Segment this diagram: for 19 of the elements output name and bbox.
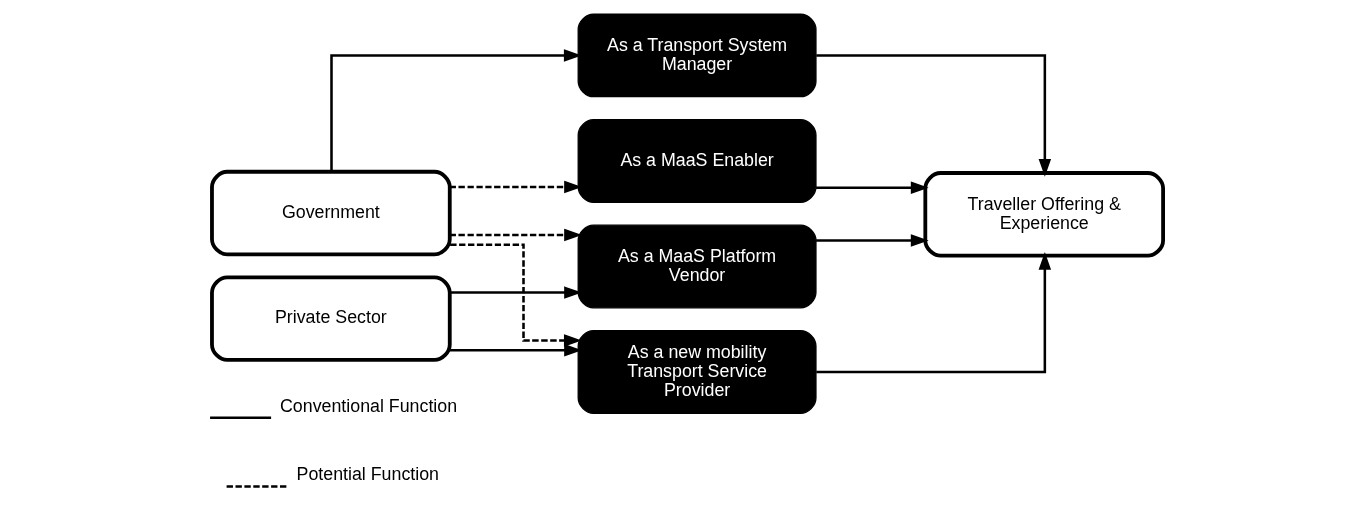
node-box: Private Sector <box>209 274 452 362</box>
node-box: Government <box>209 169 452 256</box>
legend-label: Conventional Function <box>279 395 457 416</box>
arrow <box>449 285 582 299</box>
node-box: As a new mobility Transport Service Provider <box>577 329 817 414</box>
node-box: As a Transport System Manager <box>577 12 817 97</box>
node-box: Traveller Offering & Experience <box>922 170 1165 258</box>
arrow <box>815 251 1051 373</box>
arrow <box>449 343 582 356</box>
arrow <box>449 242 582 347</box>
arrow <box>449 228 582 241</box>
arrow <box>815 180 929 194</box>
arrow <box>815 233 929 247</box>
arrow <box>329 48 582 172</box>
arrow <box>815 53 1051 177</box>
legend-label: Potential Function <box>296 463 439 484</box>
node-box: As a MaaS Enabler <box>577 118 817 203</box>
arrow <box>449 180 582 193</box>
node-box: As a MaaS Platform Vendor <box>577 224 817 308</box>
